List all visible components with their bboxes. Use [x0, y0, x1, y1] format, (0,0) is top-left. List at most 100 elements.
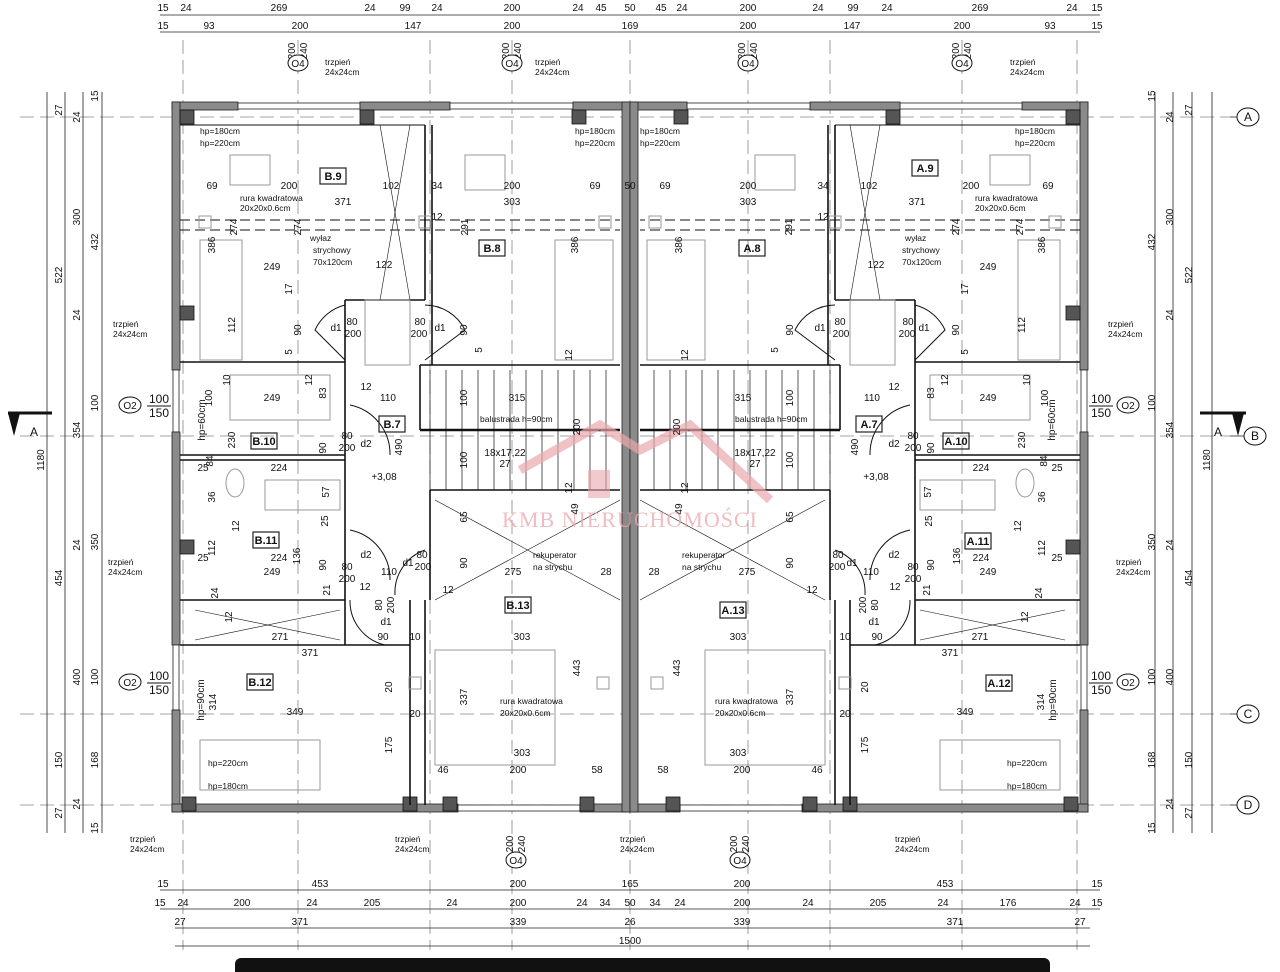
interior-dimension: hp=90cm [196, 679, 207, 720]
dimension-label: 15 [1147, 822, 1158, 834]
interior-dimension: 80 [341, 431, 353, 442]
dimension-label: 15 [1091, 898, 1103, 909]
dimension-label: 350 [90, 533, 101, 550]
dimension-label: 24 [180, 3, 192, 14]
window-height-label: 150 [1091, 406, 1111, 420]
interior-dimension: 200 [833, 329, 850, 340]
dimension-total: 1180 [1202, 449, 1213, 471]
pillar-note: trzpień [1108, 319, 1134, 329]
window-width-label: 200 [951, 42, 962, 59]
interior-dimension: 5 [770, 347, 781, 353]
dimension-label: 100 [1147, 394, 1158, 411]
pillar [179, 109, 195, 125]
annotation-note: 20x20x0.6cm [240, 203, 291, 213]
interior-dimension: hp=60cm [197, 399, 208, 440]
interior-dimension: 112 [227, 317, 238, 333]
dimension-label: 27 [1074, 917, 1086, 928]
room-label-box [942, 432, 970, 450]
annotation-note: hp=180cm [200, 126, 240, 136]
pillar-note: trzpień [113, 319, 139, 329]
interior-dimension: 200 [415, 562, 432, 573]
window-width-label: 200 [737, 42, 748, 59]
dimension-label: 400 [72, 668, 83, 685]
double-bed [434, 649, 556, 766]
annotation-note: hp=220cm [640, 138, 680, 148]
interior-dimension: 83 [318, 387, 329, 399]
room-label-b7: B.7 [383, 419, 400, 431]
wall [171, 101, 181, 371]
annotation-note: rura kwadratowa [715, 696, 778, 706]
window-height-label: 240 [749, 42, 760, 59]
interior-dimension: 386 [674, 236, 685, 253]
interior-dimension: 12 [940, 374, 951, 386]
annotation-note: hp=180cm [640, 126, 680, 136]
unit-a-structure [629, 101, 1089, 813]
interior-dimension: 90 [459, 557, 470, 569]
window-code-O4: O4 [741, 59, 755, 70]
dimension-label: 200 [504, 21, 521, 32]
interior-dimension: d1 [380, 617, 392, 628]
dimension-label: 27 [54, 807, 65, 819]
interior-dimension: 20 [860, 681, 871, 693]
annotation-note: na strychu [533, 562, 572, 572]
interior-dimension: 12 [231, 520, 242, 532]
annotation-note: hp=220cm [1007, 758, 1047, 768]
dimension-label: 24 [1165, 798, 1176, 810]
room-label-a10: A.10 [944, 436, 967, 448]
dimension-label: 93 [203, 21, 215, 32]
interior-dimension: 36 [207, 491, 218, 503]
interior-dimension: 12 [431, 212, 443, 223]
interior-dimension: 122 [376, 260, 393, 271]
window [1080, 644, 1088, 711]
interior-dimension: 314 [208, 693, 219, 710]
dimension-label: 24 [881, 3, 893, 14]
pillar [571, 109, 587, 125]
pillar-note: 24x24cm [130, 844, 165, 854]
annotation-note: rura kwadratowa [240, 193, 303, 203]
dimension-label: 24 [937, 898, 949, 909]
annotation-note: hp=180cm [208, 781, 248, 791]
interior-dimension: 271 [972, 632, 989, 643]
interior-dimension: 230 [227, 431, 238, 448]
bed [939, 739, 1061, 791]
dimension-label: 15 [1091, 3, 1103, 14]
double-bed [704, 649, 826, 766]
annotation-note: rura kwadratowa [500, 696, 563, 706]
interior-dimension: 12 [806, 585, 818, 596]
dimension-label: 339 [734, 917, 751, 928]
window [172, 369, 180, 433]
room-label-box [478, 239, 506, 257]
interior-dimension: 315 [735, 393, 752, 404]
window-tag-bubble [118, 673, 142, 691]
interior-dimension: 5 [474, 347, 485, 353]
room-label-b12: B.12 [248, 677, 271, 689]
dimension-label: 354 [1165, 421, 1176, 438]
dimension-label: 200 [734, 879, 751, 890]
room-label-b13: B.13 [506, 600, 529, 612]
interior-dimension: 200 [510, 765, 527, 776]
dimension-label: 150 [54, 751, 65, 768]
section-arrow-icon [8, 413, 20, 436]
dimension-label: 24 [572, 3, 584, 14]
dimension-label: 200 [734, 898, 751, 909]
interior-dimension: 80 [907, 562, 919, 573]
window [457, 804, 581, 812]
partition-wall [434, 499, 621, 601]
duct-pipe [596, 676, 610, 690]
partition-wall [849, 124, 881, 301]
pillar [673, 109, 689, 125]
interior-dimension: 80 [902, 317, 914, 328]
interior-dimension: 200 [963, 181, 980, 192]
dimension-label: 432 [90, 233, 101, 250]
room-label-box [319, 167, 347, 185]
interior-dimension: 69 [659, 181, 671, 192]
dimension-label: 147 [405, 21, 422, 32]
attic-hatch [364, 299, 411, 366]
dimension-label: 200 [510, 898, 527, 909]
dimension-label: 24 [72, 539, 83, 551]
pillar-note: trzpień [620, 834, 646, 844]
room-label-box [719, 601, 747, 619]
interior-dimension: 110 [381, 567, 397, 578]
interior-dimension: 303 [730, 748, 747, 759]
interior-dimension: 102 [861, 181, 878, 192]
